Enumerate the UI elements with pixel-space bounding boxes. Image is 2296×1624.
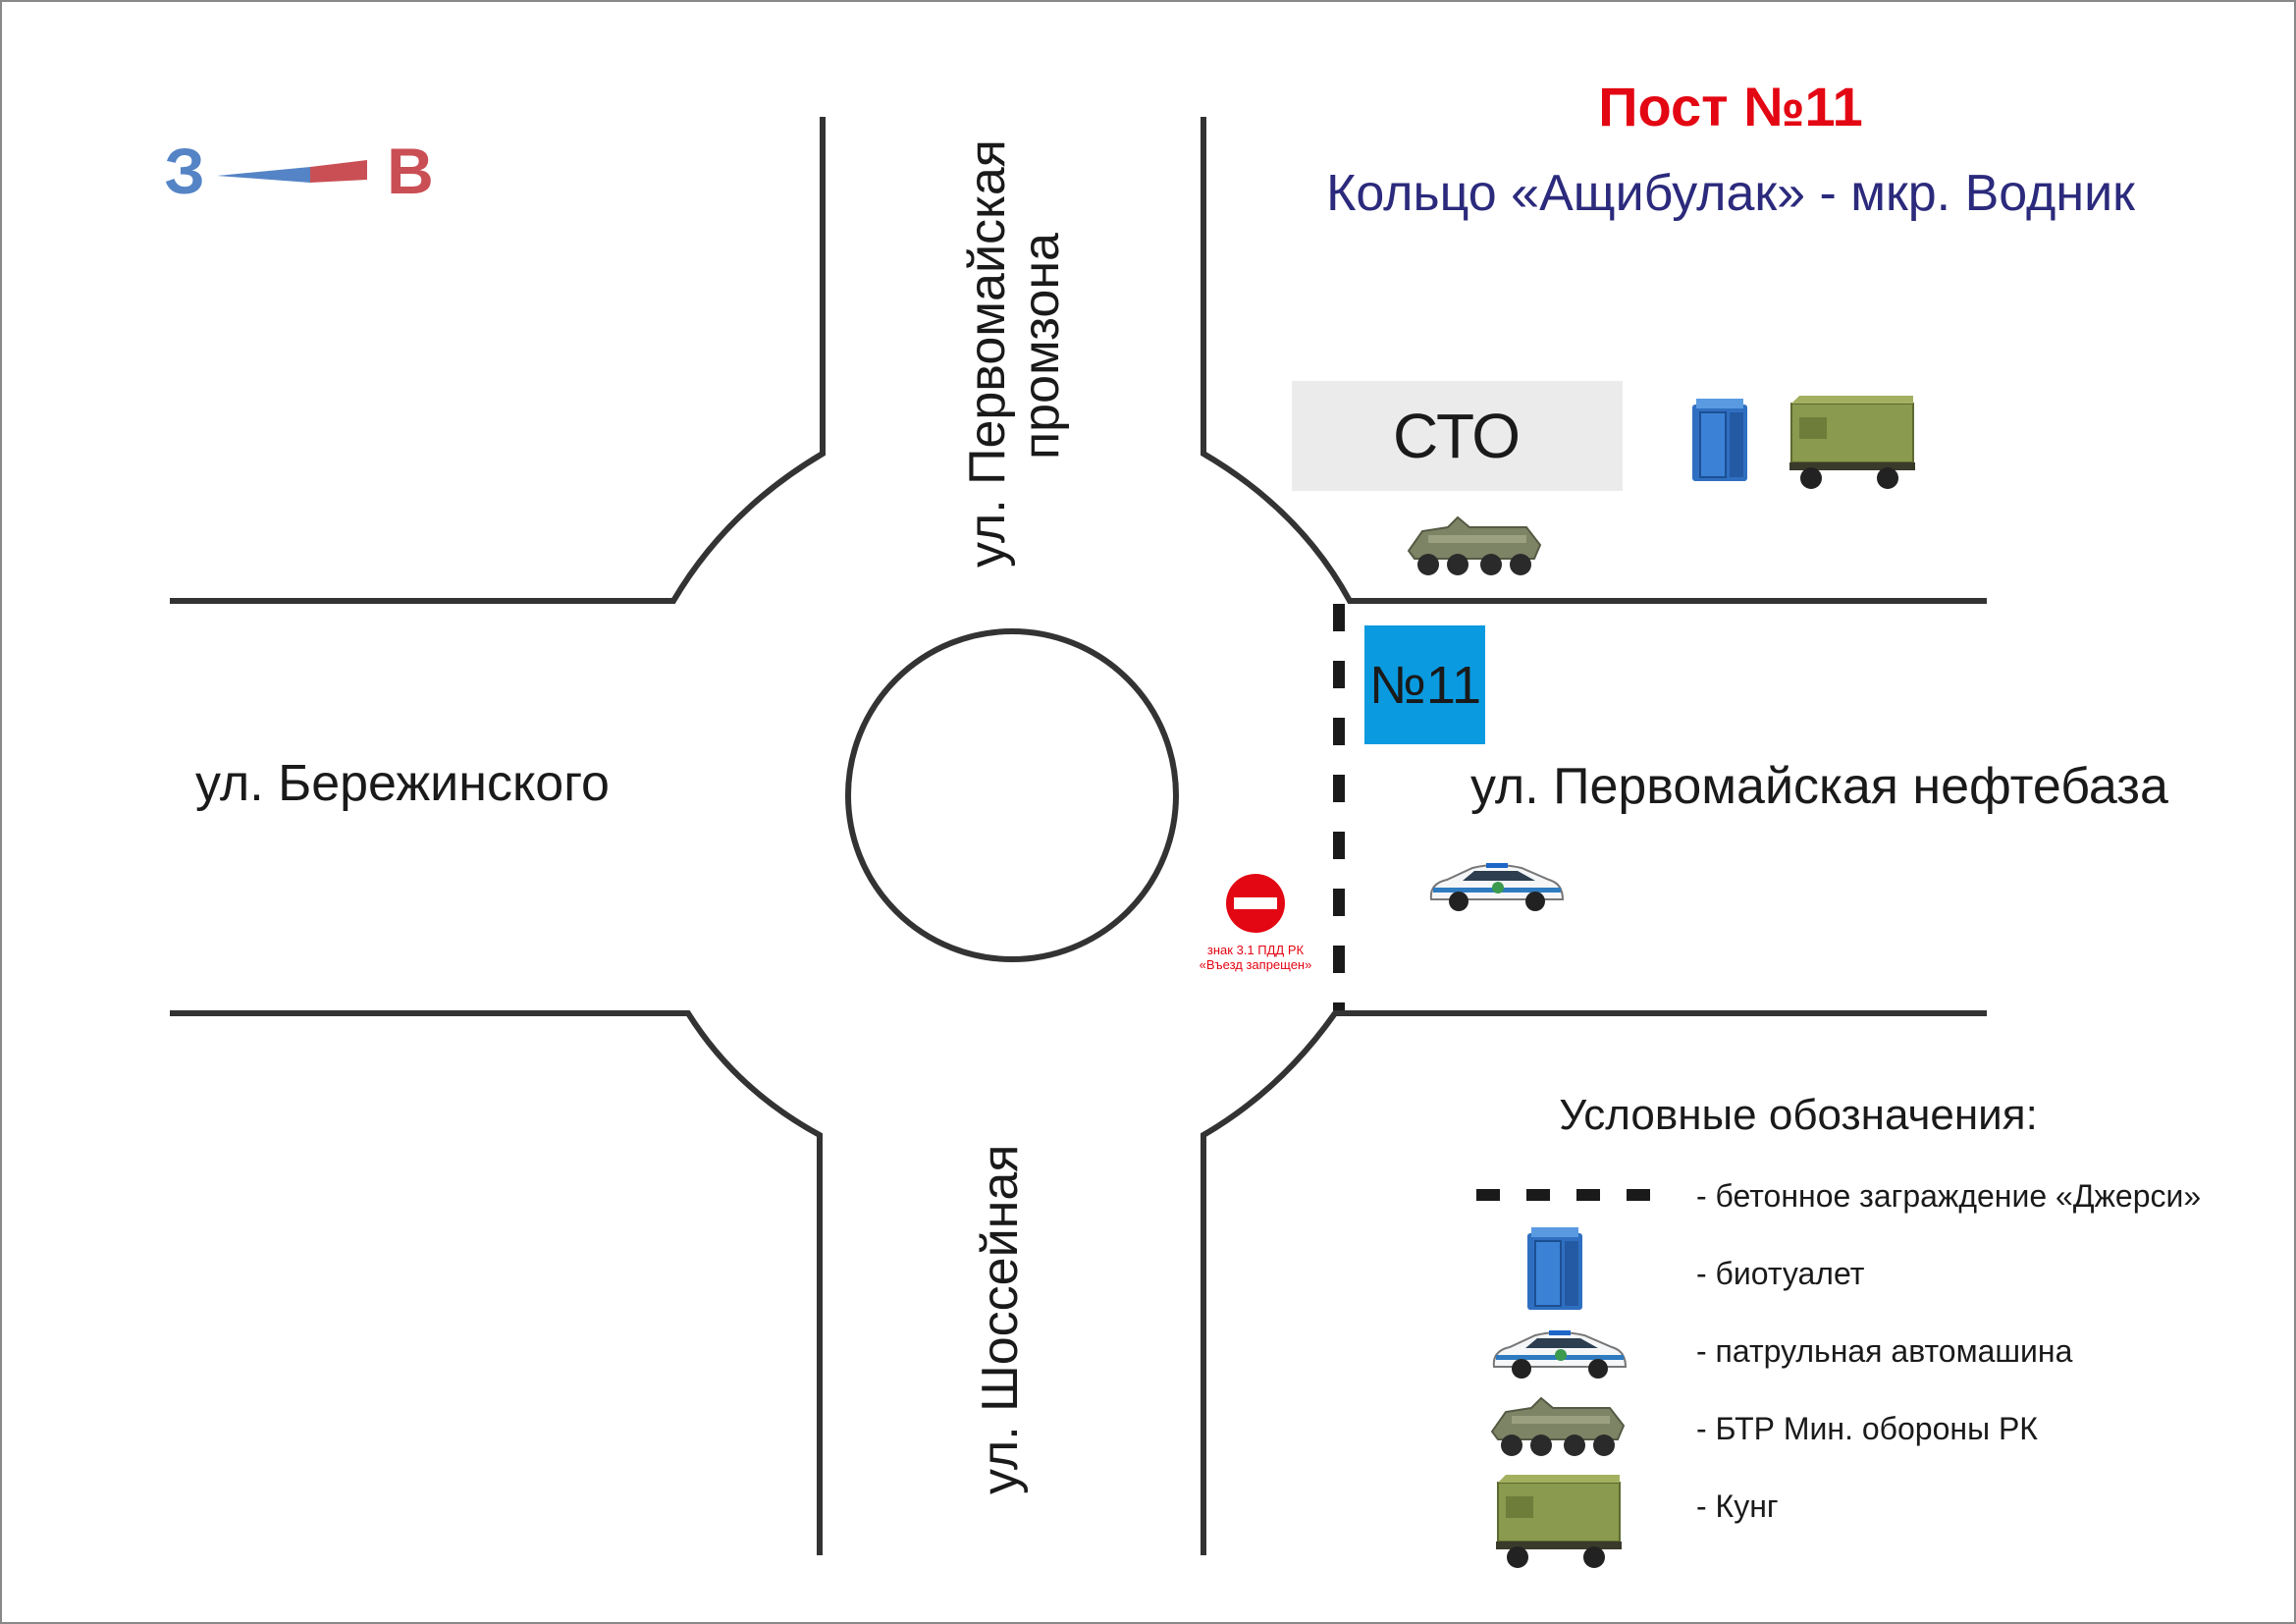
sign-caption-line1: знак 3.1 ПДД РК bbox=[1207, 943, 1305, 957]
kung-icon bbox=[1495, 1474, 1623, 1569]
street-north-line1: ул. Первомайская bbox=[959, 139, 1016, 568]
apc-icon bbox=[1408, 516, 1541, 576]
compass-east-label: В bbox=[387, 135, 434, 207]
patrol-car-icon bbox=[1429, 862, 1564, 912]
no-entry-sign: знак 3.1 ПДД РК «Въезд запрещен» bbox=[1200, 874, 1312, 972]
legend-item-label: - патрульная автомашина bbox=[1696, 1333, 2073, 1369]
legend-item-label: - бетонное заграждение «Джерси» bbox=[1696, 1178, 2201, 1214]
compass-west-needle bbox=[217, 167, 310, 183]
street-north-line2: промзона bbox=[1013, 233, 1070, 460]
compass-west-label: З bbox=[164, 135, 204, 207]
post-title: Пост №11 bbox=[1598, 76, 1862, 137]
sign-caption-line2: «Въезд запрещен» bbox=[1200, 957, 1312, 972]
post-box bbox=[1364, 625, 1485, 744]
post-number: №11 bbox=[1369, 656, 1481, 715]
legend-item-label: - Кунг bbox=[1696, 1489, 1779, 1524]
patrol-car-icon bbox=[1492, 1329, 1627, 1380]
legend: Условные обозначения: - бетонное загражд… bbox=[1476, 1091, 2201, 1569]
road-edge-sw bbox=[170, 1010, 823, 1555]
kung-icon bbox=[1789, 395, 1916, 490]
legend-item-label: - БТР Мин. обороны РК bbox=[1696, 1411, 2038, 1446]
roads bbox=[170, 117, 1987, 1555]
toilet-icon bbox=[1526, 1226, 1583, 1311]
compass: З В bbox=[164, 135, 434, 207]
legend-heading: Условные обозначения: bbox=[1559, 1091, 2038, 1139]
street-south: ул. Шоссейная bbox=[972, 1145, 1029, 1494]
road-edge-ne bbox=[1201, 117, 1987, 604]
sto-box bbox=[1292, 381, 1623, 491]
legend-item-label: - биотуалет bbox=[1696, 1256, 1865, 1291]
sto-label: СТО bbox=[1393, 401, 1521, 471]
road-edge-nw bbox=[170, 117, 826, 604]
compass-east-needle bbox=[310, 160, 367, 183]
road-edge-se bbox=[1201, 1010, 1987, 1555]
apc-icon bbox=[1491, 1397, 1625, 1457]
street-east: ул. Первомайская нефтебаза bbox=[1470, 758, 2168, 815]
post-subtitle: Кольцо «Ащибулак» - мкр. Водник bbox=[1326, 165, 2135, 222]
toilet-icon bbox=[1691, 398, 1748, 482]
roundabout-island bbox=[845, 628, 1179, 962]
street-west: ул. Бережинского bbox=[195, 755, 610, 812]
